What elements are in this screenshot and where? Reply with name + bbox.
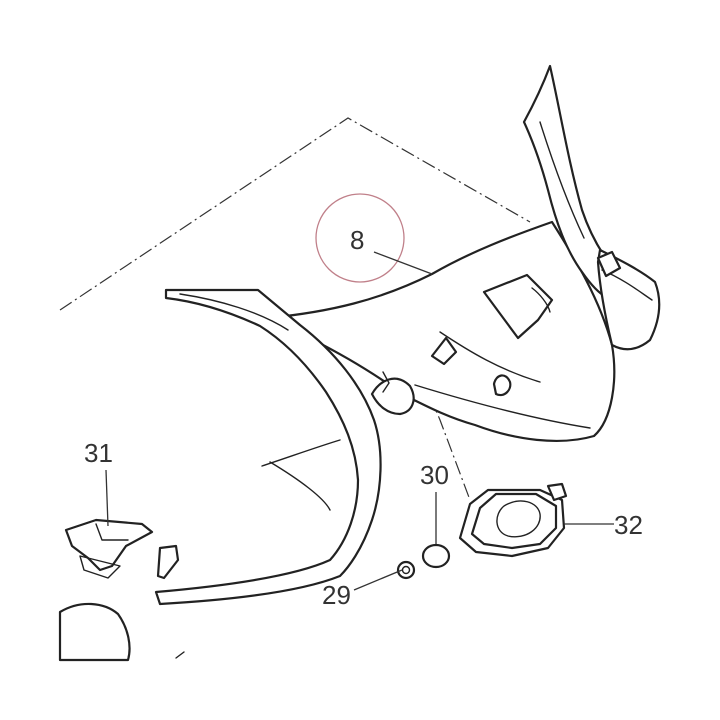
leader-lines <box>105 251 614 591</box>
screw-part <box>396 560 416 580</box>
clip-bracket-part <box>64 518 154 579</box>
callout-31: 31 <box>84 438 113 468</box>
callout-30: 30 <box>420 460 449 490</box>
highlight-circle <box>315 193 405 283</box>
washer-part <box>421 543 451 569</box>
callout-8: 8 <box>350 225 364 255</box>
headlight-fairing-part <box>266 220 616 443</box>
emblem-cover-part <box>458 482 568 558</box>
lower-frame-part <box>154 288 415 606</box>
callout-32: 32 <box>614 510 643 540</box>
callout-29: 29 <box>322 580 351 610</box>
windshield-bracket-part <box>522 64 661 351</box>
fragment-part <box>58 602 185 662</box>
